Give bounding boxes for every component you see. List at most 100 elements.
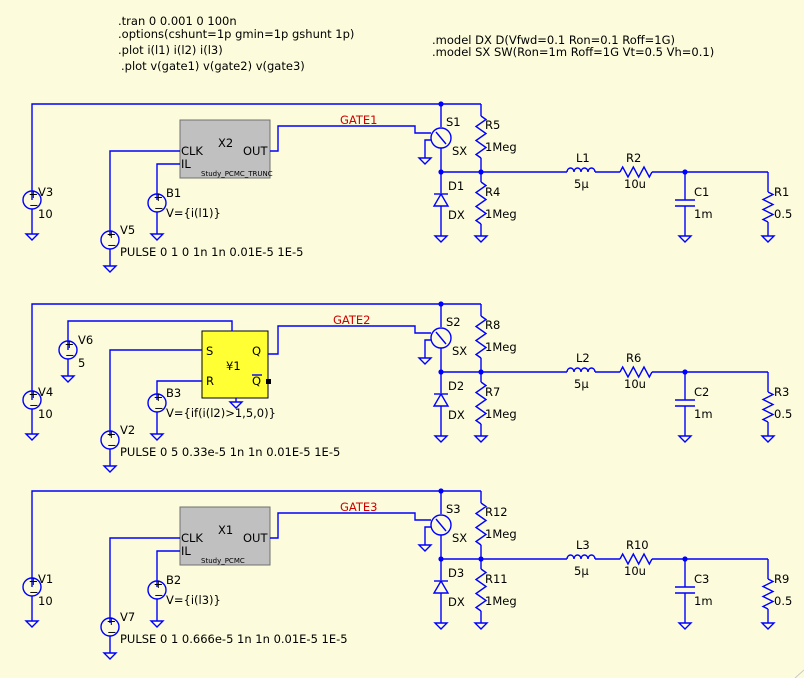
- r-top-value: 1Meg: [485, 140, 517, 154]
- ground-symbol: [677, 435, 693, 443]
- directive-tran[interactable]: .tran 0 0.001 0 100n: [118, 14, 237, 28]
- vsrc-name: V1: [38, 572, 53, 586]
- input-rail: [31, 490, 442, 587]
- resistor-r2[interactable]: [619, 165, 653, 179]
- inductor-l1[interactable]: [566, 167, 596, 173]
- minus-sign: −: [29, 585, 39, 599]
- resistor-r7[interactable]: [474, 381, 488, 425]
- plus-sign: +: [107, 427, 117, 441]
- diode-name: D2: [448, 379, 464, 393]
- bsrc-name: B3: [166, 386, 181, 400]
- plus-sign: +: [154, 190, 164, 204]
- minus-sign: −: [65, 348, 75, 362]
- resistor-r6[interactable]: [619, 365, 653, 379]
- inductor-value: 5µ: [574, 177, 589, 191]
- inductor-name: L1: [576, 151, 590, 165]
- directive-plot-voltages[interactable]: .plot v(gate1) v(gate2) v(gate3): [121, 59, 305, 73]
- minus-sign: −: [29, 198, 39, 212]
- resistor-r10[interactable]: [619, 552, 653, 566]
- r-top-name: R12: [485, 505, 508, 519]
- r-bot-value: 1Meg: [485, 407, 517, 421]
- resistor-r11[interactable]: [474, 568, 488, 612]
- ground-symbol: [473, 622, 489, 630]
- inductor-value: 5µ: [574, 377, 589, 391]
- ff-pin-r: R: [206, 374, 214, 388]
- resistor-r5[interactable]: [474, 115, 488, 159]
- rser-name: R10: [626, 538, 649, 552]
- cap-name: C2: [694, 385, 709, 399]
- gate-net: [270, 125, 431, 152]
- pulse-value: PULSE 0 1 0.666e-5 1n 1n 0.01E-5 1E-5: [120, 632, 348, 646]
- resistor-r3[interactable]: [761, 391, 775, 423]
- inductor-value: 5µ: [574, 564, 589, 578]
- ground-symbol: [102, 465, 118, 473]
- controller-block[interactable]: [179, 119, 271, 179]
- plus-sign: +: [65, 337, 75, 351]
- ground-symbol: [433, 622, 449, 630]
- ff-pin-s: S: [206, 344, 213, 358]
- inductor-name: L3: [576, 538, 590, 552]
- r-bot-value: 1Meg: [485, 594, 517, 608]
- net-label-gate2: GATE2: [333, 313, 371, 327]
- vsrc-name: V3: [38, 185, 53, 199]
- controller-block[interactable]: [179, 506, 271, 566]
- switch-model: SX: [452, 531, 467, 545]
- ground-symbol: [473, 435, 489, 443]
- cap-value: 1m: [694, 407, 713, 421]
- switch-control-neg: [424, 339, 431, 358]
- ground-symbol: [473, 235, 489, 243]
- ground-symbol: [228, 401, 244, 409]
- minus-sign: −: [107, 438, 117, 452]
- ground-symbol: [433, 235, 449, 243]
- inductor-name: L2: [576, 351, 590, 365]
- block-pin-clk: CLK: [181, 531, 203, 545]
- directive-plot-currents[interactable]: .plot i(l1) i(l2) i(l3): [118, 43, 223, 57]
- ground-symbol: [433, 435, 449, 443]
- junction-dot: [438, 488, 444, 494]
- minus-sign: −: [107, 238, 117, 252]
- flipflop-block[interactable]: [201, 330, 269, 399]
- bsrc-name: B1: [166, 186, 181, 200]
- bsrc-value: V={i(l1)}: [166, 206, 221, 220]
- ff-name: ¥1: [226, 359, 241, 373]
- plus-sign: +: [29, 387, 39, 401]
- resistor-r8[interactable]: [474, 315, 488, 359]
- plus-sign: +: [154, 577, 164, 591]
- cap-value: 1m: [694, 207, 713, 221]
- switch-model: SX: [452, 344, 467, 358]
- resistor-r1[interactable]: [761, 191, 775, 223]
- diode-model: DX: [448, 408, 465, 422]
- switch-model: SX: [452, 144, 467, 158]
- inductor-l2[interactable]: [566, 367, 596, 373]
- inductor-l3[interactable]: [566, 554, 596, 560]
- net-label-gate3: GATE3: [340, 500, 378, 514]
- rser-value: 10u: [624, 377, 646, 391]
- minus-sign: −: [107, 625, 117, 639]
- resistor-r12[interactable]: [474, 502, 488, 546]
- r-top-value: 1Meg: [485, 527, 517, 541]
- resistor-r4[interactable]: [474, 181, 488, 225]
- v6-name: V6: [78, 333, 93, 347]
- plus-sign: +: [154, 390, 164, 404]
- ground-symbol: [102, 265, 118, 273]
- plus-sign: +: [107, 227, 117, 241]
- directive-model-dx[interactable]: .model DX D(Vfwd=0.1 Ron=0.1 Roff=1G): [432, 33, 675, 47]
- plus-sign: +: [29, 187, 39, 201]
- resistor-r9[interactable]: [761, 578, 775, 610]
- block-pin-il: IL: [181, 157, 191, 171]
- r-bot-name: R7: [485, 385, 500, 399]
- load-value: 0.5: [774, 407, 792, 421]
- rser-name: R2: [626, 151, 641, 165]
- stage-1: +−V310S1SXD1DXR51MegR41MegL15µR210uC11mR…: [22, 101, 792, 273]
- ground-symbol: [417, 544, 433, 552]
- vsrc-name: V4: [38, 385, 53, 399]
- ground-symbol: [760, 622, 776, 630]
- minus-sign: −: [154, 201, 164, 215]
- directive-options[interactable]: .options(cshunt=1p gmin=1p gshunt 1p): [118, 27, 354, 41]
- resize-grip: [794, 669, 804, 678]
- directive-model-sx[interactable]: .model SX SW(Ron=1m Roff=1G Vt=0.5 Vh=0.…: [432, 45, 714, 59]
- junction-dot: [438, 101, 444, 107]
- diode-name: D3: [448, 566, 464, 580]
- ground-symbol: [149, 620, 165, 628]
